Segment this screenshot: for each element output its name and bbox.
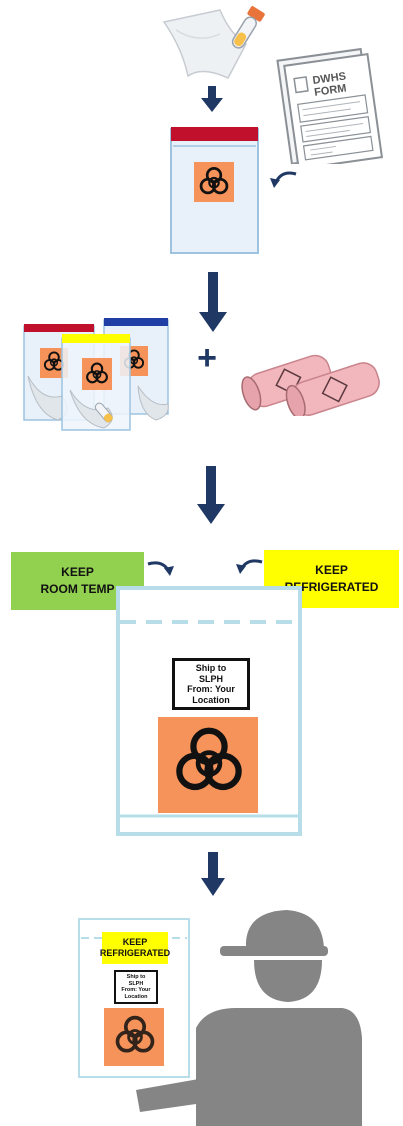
keep-refrigerated-tag: KEEP REFRIGERATED xyxy=(264,550,399,608)
form-title-line1: DWHS xyxy=(312,70,347,87)
down-arrow-icon xyxy=(201,86,223,112)
down-arrow-icon xyxy=(197,466,225,524)
room-temp-line1: KEEP xyxy=(61,565,94,579)
shipping-label: Ship to SLPH From: Your Location xyxy=(172,658,250,710)
biohazard-icon xyxy=(158,717,258,813)
carried-package: KEEP REFRIGERATED Ship to SLPH From: You… xyxy=(78,918,190,1078)
carried-tag-line2: REFRIGERATED xyxy=(99,948,171,958)
multiple-specimen-bags-illustration xyxy=(22,316,172,434)
form-document-illustration: DWHS FORM xyxy=(270,44,388,164)
biohazard-icon xyxy=(104,1008,164,1066)
down-arrow-icon xyxy=(199,272,227,332)
slide-mailers-illustration xyxy=(236,346,384,416)
shipping-label-line3: From: Your xyxy=(187,684,235,694)
curved-arrow-icon xyxy=(234,556,264,576)
shipping-label-line1: Ship to xyxy=(195,663,227,673)
curved-arrow-icon xyxy=(268,168,298,190)
refrigerated-line1: KEEP xyxy=(315,563,348,577)
shipping-label-line2: SLPH xyxy=(198,673,223,684)
carried-shipping-label: Ship to SLPH From: Your Location xyxy=(114,970,158,1004)
carried-label-line4: Location xyxy=(124,993,148,1000)
carried-tag-line1: KEEP xyxy=(122,937,148,947)
plus-sign: + xyxy=(197,339,217,377)
carried-label-line1: Ship to xyxy=(126,974,146,980)
courier-person-illustration xyxy=(136,908,403,1126)
specimen-wrap-illustration xyxy=(158,4,268,82)
refrigerated-line2: REFRIGERATED xyxy=(284,580,379,594)
carried-label-line2: SLPH xyxy=(128,980,144,987)
down-arrow-icon xyxy=(201,852,225,896)
specimen-bag-illustration xyxy=(170,126,260,256)
shipping-label-line4: Location xyxy=(192,694,230,705)
carried-label-line3: From: Your xyxy=(121,987,151,993)
room-temp-line2: ROOM TEMP xyxy=(40,582,115,596)
curved-arrow-icon xyxy=(146,558,176,578)
form-title-line2: FORM xyxy=(313,82,347,98)
carried-refrigerated-tag: KEEP REFRIGERATED xyxy=(99,932,171,964)
